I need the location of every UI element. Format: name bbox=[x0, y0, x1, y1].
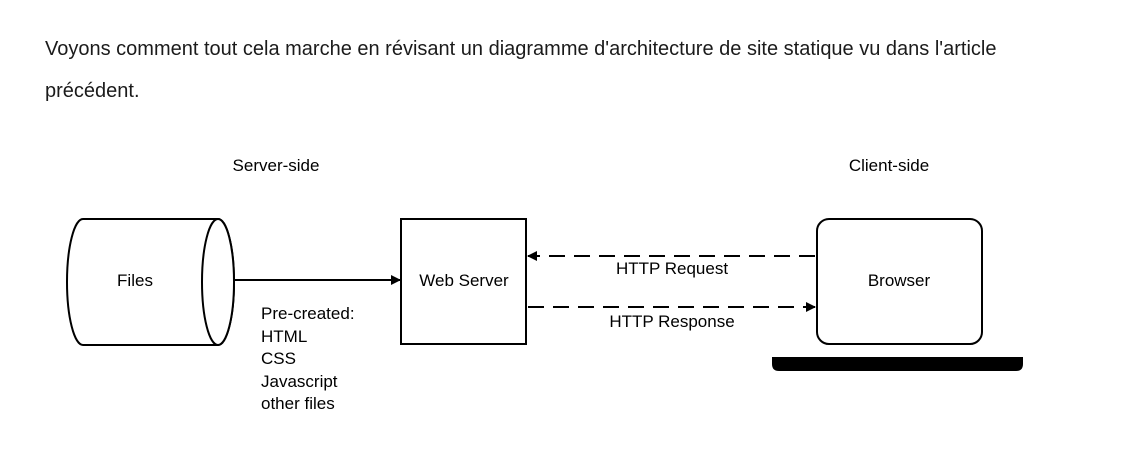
precreated-files-list: Pre-created: HTML CSS Javascript other f… bbox=[261, 304, 355, 413]
precreated-item-html: HTML bbox=[261, 327, 307, 346]
files-label: Files bbox=[117, 271, 153, 290]
precreated-item-javascript: Javascript bbox=[261, 372, 338, 391]
server-side-label: Server-side bbox=[233, 156, 320, 175]
browser-label: Browser bbox=[868, 271, 931, 290]
http-request-label: HTTP Request bbox=[616, 259, 728, 278]
http-response-label: HTTP Response bbox=[609, 312, 734, 331]
browser-laptop: Browser bbox=[772, 218, 1023, 371]
client-side-label: Client-side bbox=[849, 156, 929, 175]
precreated-item-css: CSS bbox=[261, 349, 296, 368]
web-server-box: Web Server bbox=[400, 218, 527, 345]
web-server-label: Web Server bbox=[419, 271, 509, 290]
files-cylinder: Files bbox=[66, 218, 235, 346]
laptop-base bbox=[772, 357, 1023, 371]
precreated-item-other: other files bbox=[261, 394, 335, 413]
precreated-heading: Pre-created: bbox=[261, 304, 355, 323]
intro-paragraph: Voyons comment tout cela marche en révis… bbox=[45, 38, 997, 102]
